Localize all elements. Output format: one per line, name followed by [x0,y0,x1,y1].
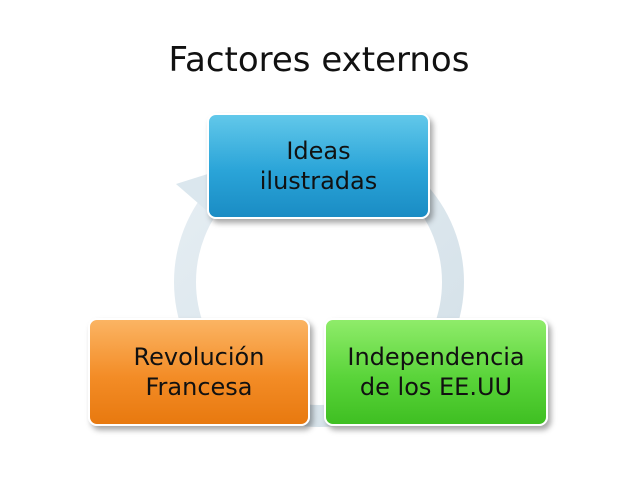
node-independencia: Independencia de los EE.UU [324,318,548,426]
node-ideas-ilustradas: Ideas ilustradas [207,113,430,219]
node-revolucion-francesa: Revolución Francesa [88,318,310,426]
node-independencia-label: Independencia de los EE.UU [347,343,525,401]
slide-title: Factores externos [168,40,470,80]
node-revolucion-francesa-label: Revolución Francesa [133,343,265,401]
cycle-arrowhead-icon [176,172,214,210]
node-ideas-ilustradas-label: Ideas ilustradas [259,137,378,195]
